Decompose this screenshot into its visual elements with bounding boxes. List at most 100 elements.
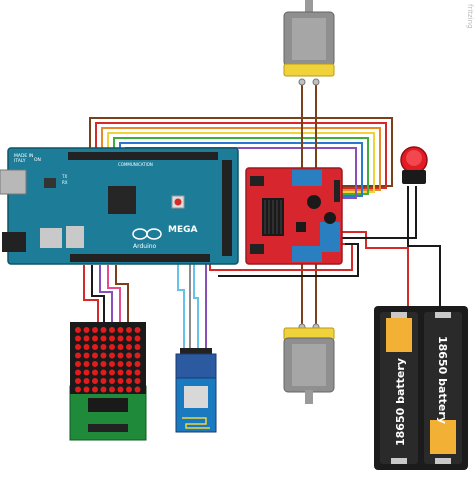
driver-pin-header — [334, 180, 340, 202]
country-label: ITALY — [14, 158, 26, 164]
led-dot — [100, 386, 107, 393]
made-in-label: MADE IN — [14, 153, 33, 159]
led-dot — [83, 335, 90, 342]
led-dot — [117, 344, 124, 350]
led-dot — [117, 335, 124, 342]
led-dot — [92, 369, 98, 376]
led-dot — [75, 386, 81, 393]
led-dot — [92, 352, 98, 359]
top-motor — [283, 0, 335, 86]
led-dot — [126, 378, 132, 384]
on-label: ON — [34, 157, 41, 163]
battery-cap — [430, 420, 456, 454]
tx-label: TX — [61, 174, 67, 179]
led-dot — [75, 327, 81, 333]
terminal-block — [292, 170, 322, 186]
led-dot — [109, 361, 115, 367]
led-dot — [126, 361, 132, 367]
motor-terminal — [283, 63, 335, 77]
module-pin-header — [88, 424, 128, 432]
wire — [83, 265, 99, 322]
led-dot — [92, 361, 98, 367]
led-dot — [134, 361, 141, 367]
wire — [115, 265, 129, 322]
led-dot — [100, 344, 107, 350]
led-dot — [134, 386, 141, 393]
led-dot — [92, 378, 98, 384]
led-dot — [83, 361, 90, 367]
terminal-block — [292, 246, 322, 262]
led-dot — [100, 327, 107, 333]
led-dot — [75, 378, 81, 384]
led-dot — [83, 327, 90, 333]
led-dot — [126, 369, 132, 376]
led-dot — [83, 378, 90, 384]
led-dot — [109, 352, 115, 359]
led-dot — [100, 361, 107, 367]
led-dot — [83, 344, 90, 350]
bottom-motor — [283, 323, 335, 404]
led-grid-frame — [70, 322, 146, 394]
led-dot — [75, 361, 81, 367]
led-grid — [75, 327, 141, 393]
brand-label: Arduino — [133, 243, 157, 250]
led-dot — [126, 344, 132, 350]
wire — [107, 265, 121, 322]
power-switch[interactable] — [400, 146, 428, 184]
led-dot — [109, 369, 115, 376]
bluetooth-module — [175, 348, 217, 433]
led-dot — [83, 369, 90, 376]
microcontroller-chip — [108, 186, 136, 214]
power-jack — [2, 232, 26, 252]
led-dot — [126, 335, 132, 342]
led-dot — [117, 327, 124, 333]
led-dot — [109, 378, 115, 384]
battery-pack: 18650 battery 18650 battery — [374, 306, 468, 470]
capacitor — [324, 212, 336, 224]
led-dot — [134, 352, 141, 359]
led-dot — [75, 369, 81, 376]
terminal-block — [320, 222, 340, 252]
wire — [113, 137, 369, 195]
battery-label-2: 18650 battery — [436, 336, 449, 424]
bottom-header — [70, 254, 210, 262]
arduino-mega-board: MADE IN ITALY ON TX RX COMMUNICATION Ard… — [0, 147, 239, 265]
arduino-logo-icon — [132, 228, 162, 240]
led-dot — [100, 369, 107, 376]
battery-cap — [386, 318, 412, 352]
led-dot — [134, 344, 141, 350]
led-matrix-module — [69, 322, 147, 441]
led-dot — [126, 327, 132, 333]
led-dot — [126, 352, 132, 359]
side-header — [222, 160, 232, 256]
battery-label-1: 18650 battery — [394, 358, 407, 446]
motor-driver-board — [245, 167, 343, 265]
led-dot — [92, 344, 98, 350]
led-dot — [109, 327, 115, 333]
top-header — [68, 152, 218, 160]
led-dot — [117, 352, 124, 359]
led-dot — [100, 378, 107, 384]
led-dot — [126, 386, 132, 393]
led-dot — [109, 386, 115, 393]
led-dot — [117, 369, 124, 376]
led-dot — [75, 344, 81, 350]
usb-port — [0, 169, 27, 195]
led-dot — [117, 386, 124, 393]
led-dot — [83, 352, 90, 359]
led-dot — [134, 378, 141, 384]
board-name-label: MEGA — [168, 225, 197, 235]
led-dot — [92, 386, 98, 393]
led-dot — [117, 378, 124, 384]
wire — [99, 265, 113, 322]
wire — [101, 127, 381, 191]
led-dot — [109, 335, 115, 342]
capacitor — [307, 195, 321, 209]
wire — [218, 243, 359, 277]
antenna-icon — [182, 417, 210, 429]
led-dot — [109, 344, 115, 350]
led-dot — [134, 327, 141, 333]
led-dot — [92, 335, 98, 342]
wire — [340, 186, 417, 239]
